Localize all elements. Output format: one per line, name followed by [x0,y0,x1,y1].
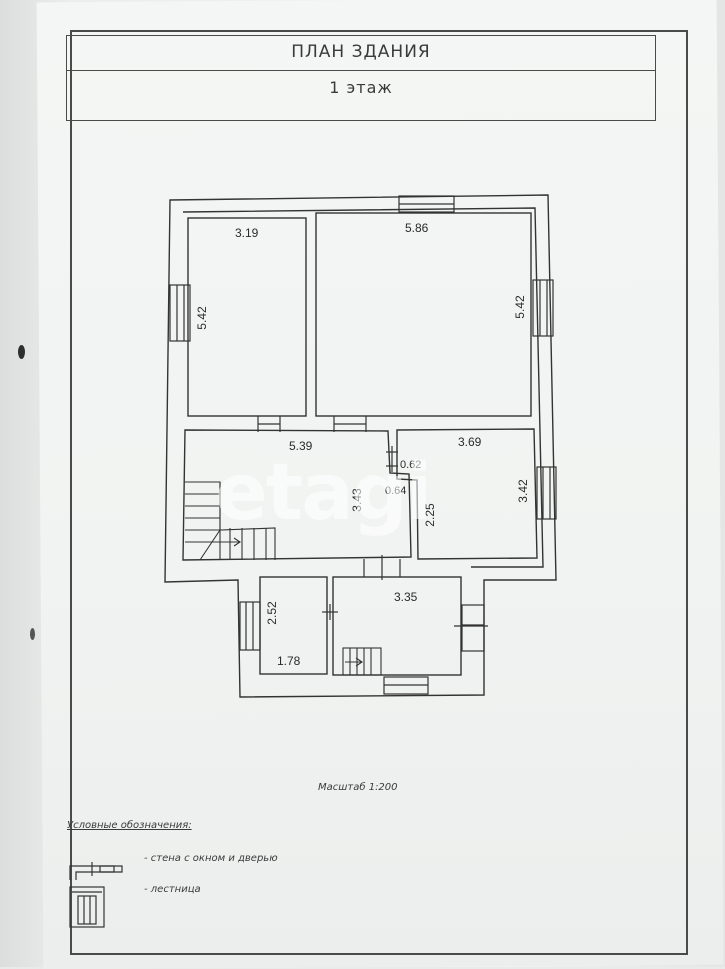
floor-label: 1 этаж [329,78,393,97]
window-left-top [169,284,191,342]
room-top-left-height: 5.42 [195,306,209,330]
watermark: etagi [215,448,432,538]
window-top [398,195,455,213]
window-bottom-right [461,604,485,652]
window-right-middle [536,466,557,520]
window-right-top [532,279,554,337]
room-hall-height: 3.43 [350,488,364,512]
small-dim-1: 0.62 [400,459,421,471]
scale-label: Масштаб 1:200 [318,782,398,793]
outer-wall [164,194,557,698]
door-hall-top-left [257,416,281,432]
room-top-right-outline [315,212,532,417]
room-middle-right-height: 3.42 [516,479,530,503]
door-bottom-rooms [322,604,338,620]
door-hall-bottom [363,555,401,580]
binder-hole [18,345,25,359]
room-middle-right-outline [396,428,538,560]
stair-icon [185,481,276,561]
stair-icon-small [342,647,382,676]
plan-title: ПЛАН ЗДАНИЯ [291,42,431,62]
window-bottom-left [239,601,261,651]
room-bottom-left-width: 1.78 [277,654,301,668]
outer-wall-inner [182,207,544,568]
title-separator [66,70,656,71]
title-block [66,35,656,121]
room-hall-outline [182,429,412,561]
room-middle-right-inner: 2.25 [423,503,437,527]
binder-hole-lower [30,628,35,640]
legend-stair-label: - лестница [144,884,201,895]
room-top-left-width: 3.19 [235,226,259,240]
legend-title: Условные обозначения: [67,820,192,831]
room-middle-right-width: 3.69 [458,435,482,449]
legend-wall-label: - стена с окном и дверью [144,853,278,864]
drawing-frame [70,30,688,955]
legend-stair-icon [69,886,105,928]
small-dim-2: 0.64 [385,485,406,497]
legend-wall-icon [69,862,123,880]
room-top-right-width: 5.86 [405,221,429,235]
room-top-left-outline [187,217,307,417]
room-bottom-right-width: 3.35 [394,590,418,604]
door-middle [386,446,398,472]
window-bottom [383,676,429,695]
door-hall-top-right [333,416,367,432]
room-top-right-height: 5.42 [513,295,527,319]
room-hall-width: 5.39 [289,439,313,453]
room-bottom-left-height: 2.52 [265,601,279,625]
